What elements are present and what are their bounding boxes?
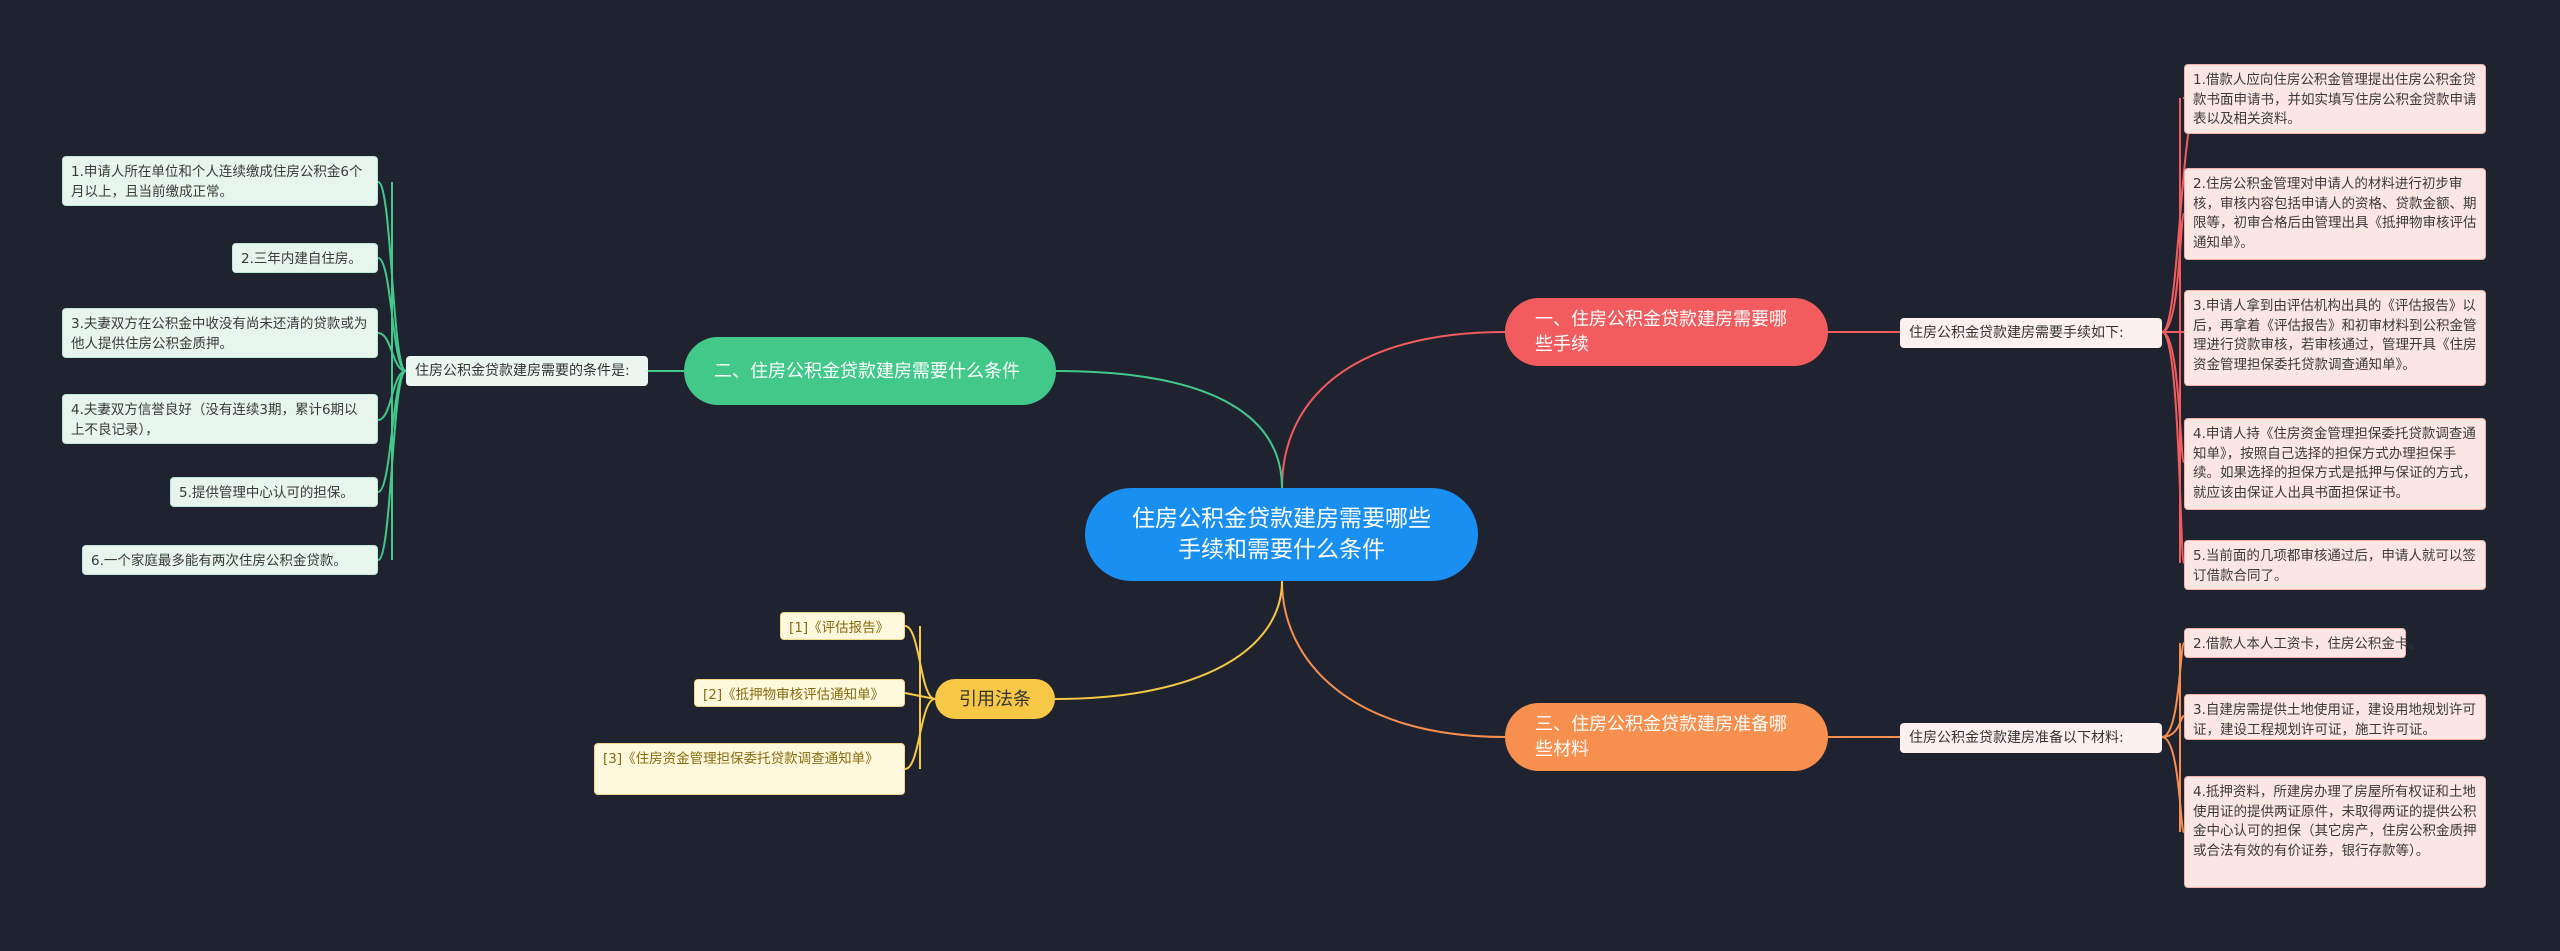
procedure-item-3[interactable]: 3.申请人拿到由评估机构出具的《评估报告》以后，再拿着《评估报告》和初审材料到公… (2184, 290, 2486, 386)
citation-item-3[interactable]: [3]《住房资金管理担保委托贷款调查通知单》 (594, 743, 905, 795)
condition-item-1[interactable]: 1.申请人所在单位和个人连续缴成住房公积金6个月以上，且当前缴成正常。 (62, 156, 378, 206)
connector-center-citations (1054, 580, 1283, 700)
material-item-4[interactable]: 4.抵押资料，所建房办理了房屋所有权证和土地使用证的提供两证原件，未取得两证的提… (2184, 776, 2486, 888)
condition-item-6[interactable]: 6.一个家庭最多能有两次住房公积金贷款。 (82, 545, 378, 575)
condition-item-2[interactable]: 2.三年内建自住房。 (232, 243, 378, 273)
condition-item-3[interactable]: 3.夫妻双方在公积金中收没有尚未还清的贷款或为他人提供住房公积金质押。 (62, 308, 378, 358)
connector-center-procedures (1281, 331, 1506, 489)
branch-citations[interactable]: 引用法条 (935, 679, 1055, 719)
material-item-3[interactable]: 3.自建房需提供土地使用证，建设用地规划许可证，建设工程规划许可证，施工许可证。 (2184, 694, 2486, 740)
branch-citations-label: 引用法条 (959, 688, 1031, 710)
branch-materials-label: 三、住房公积金贷款建房准备哪些材料 (1535, 714, 1787, 760)
condition-item-4[interactable]: 4.夫妻双方信誉良好（没有连续3期，累计6期以上不良记录）， (62, 394, 378, 444)
branch-procedures-label: 一、住房公积金贷款建房需要哪些手续 (1535, 309, 1787, 355)
central-topic[interactable]: 住房公积金贷款建房需要哪些手续和需要什么条件 (1085, 488, 1478, 581)
citation-item-1[interactable]: [1]《评估报告》 (780, 612, 905, 640)
branch-materials[interactable]: 三、住房公积金贷款建房准备哪些材料 (1505, 703, 1828, 771)
material-item-2[interactable]: 2.借款人本人工资卡，住房公积金卡。 (2184, 628, 2422, 658)
branch-conditions-label: 二、住房公积金贷款建房需要什么条件 (714, 360, 1020, 382)
procedure-item-1[interactable]: 1.借款人应向住房公积金管理提出住房公积金贷款书面申请书，并如实填写住房公积金贷… (2184, 64, 2486, 134)
branch-procedures[interactable]: 一、住房公积金贷款建房需要哪些手续 (1505, 298, 1828, 366)
procedure-item-5[interactable]: 5.当前面的几项都审核通过后，申请人就可以签订借款合同了。 (2184, 540, 2486, 590)
branch-conditions[interactable]: 二、住房公积金贷款建房需要什么条件 (684, 337, 1056, 405)
hub-conditions[interactable]: 住房公积金贷款建房需要的条件是: (406, 356, 648, 386)
central-topic-label: 住房公积金贷款建房需要哪些手续和需要什么条件 (1132, 505, 1431, 563)
hub-procedures[interactable]: 住房公积金贷款建房需要手续如下: (1900, 318, 2162, 348)
condition-item-5[interactable]: 5.提供管理中心认可的担保。 (170, 477, 378, 507)
connector-center-materials (1281, 580, 1506, 738)
hub-materials[interactable]: 住房公积金贷款建房准备以下材料: (1900, 723, 2162, 753)
citation-item-2[interactable]: [2]《抵押物审核评估通知单》 (694, 679, 905, 707)
connector-center-conditions (1055, 370, 1283, 489)
procedure-item-4[interactable]: 4.申请人持《住房资金管理担保委托贷款调查通知单》，按照自己选择的担保方式办理担… (2184, 418, 2486, 510)
procedure-item-2[interactable]: 2.住房公积金管理对申请人的材料进行初步审核，审核内容包括申请人的资格、贷款金额… (2184, 168, 2486, 260)
